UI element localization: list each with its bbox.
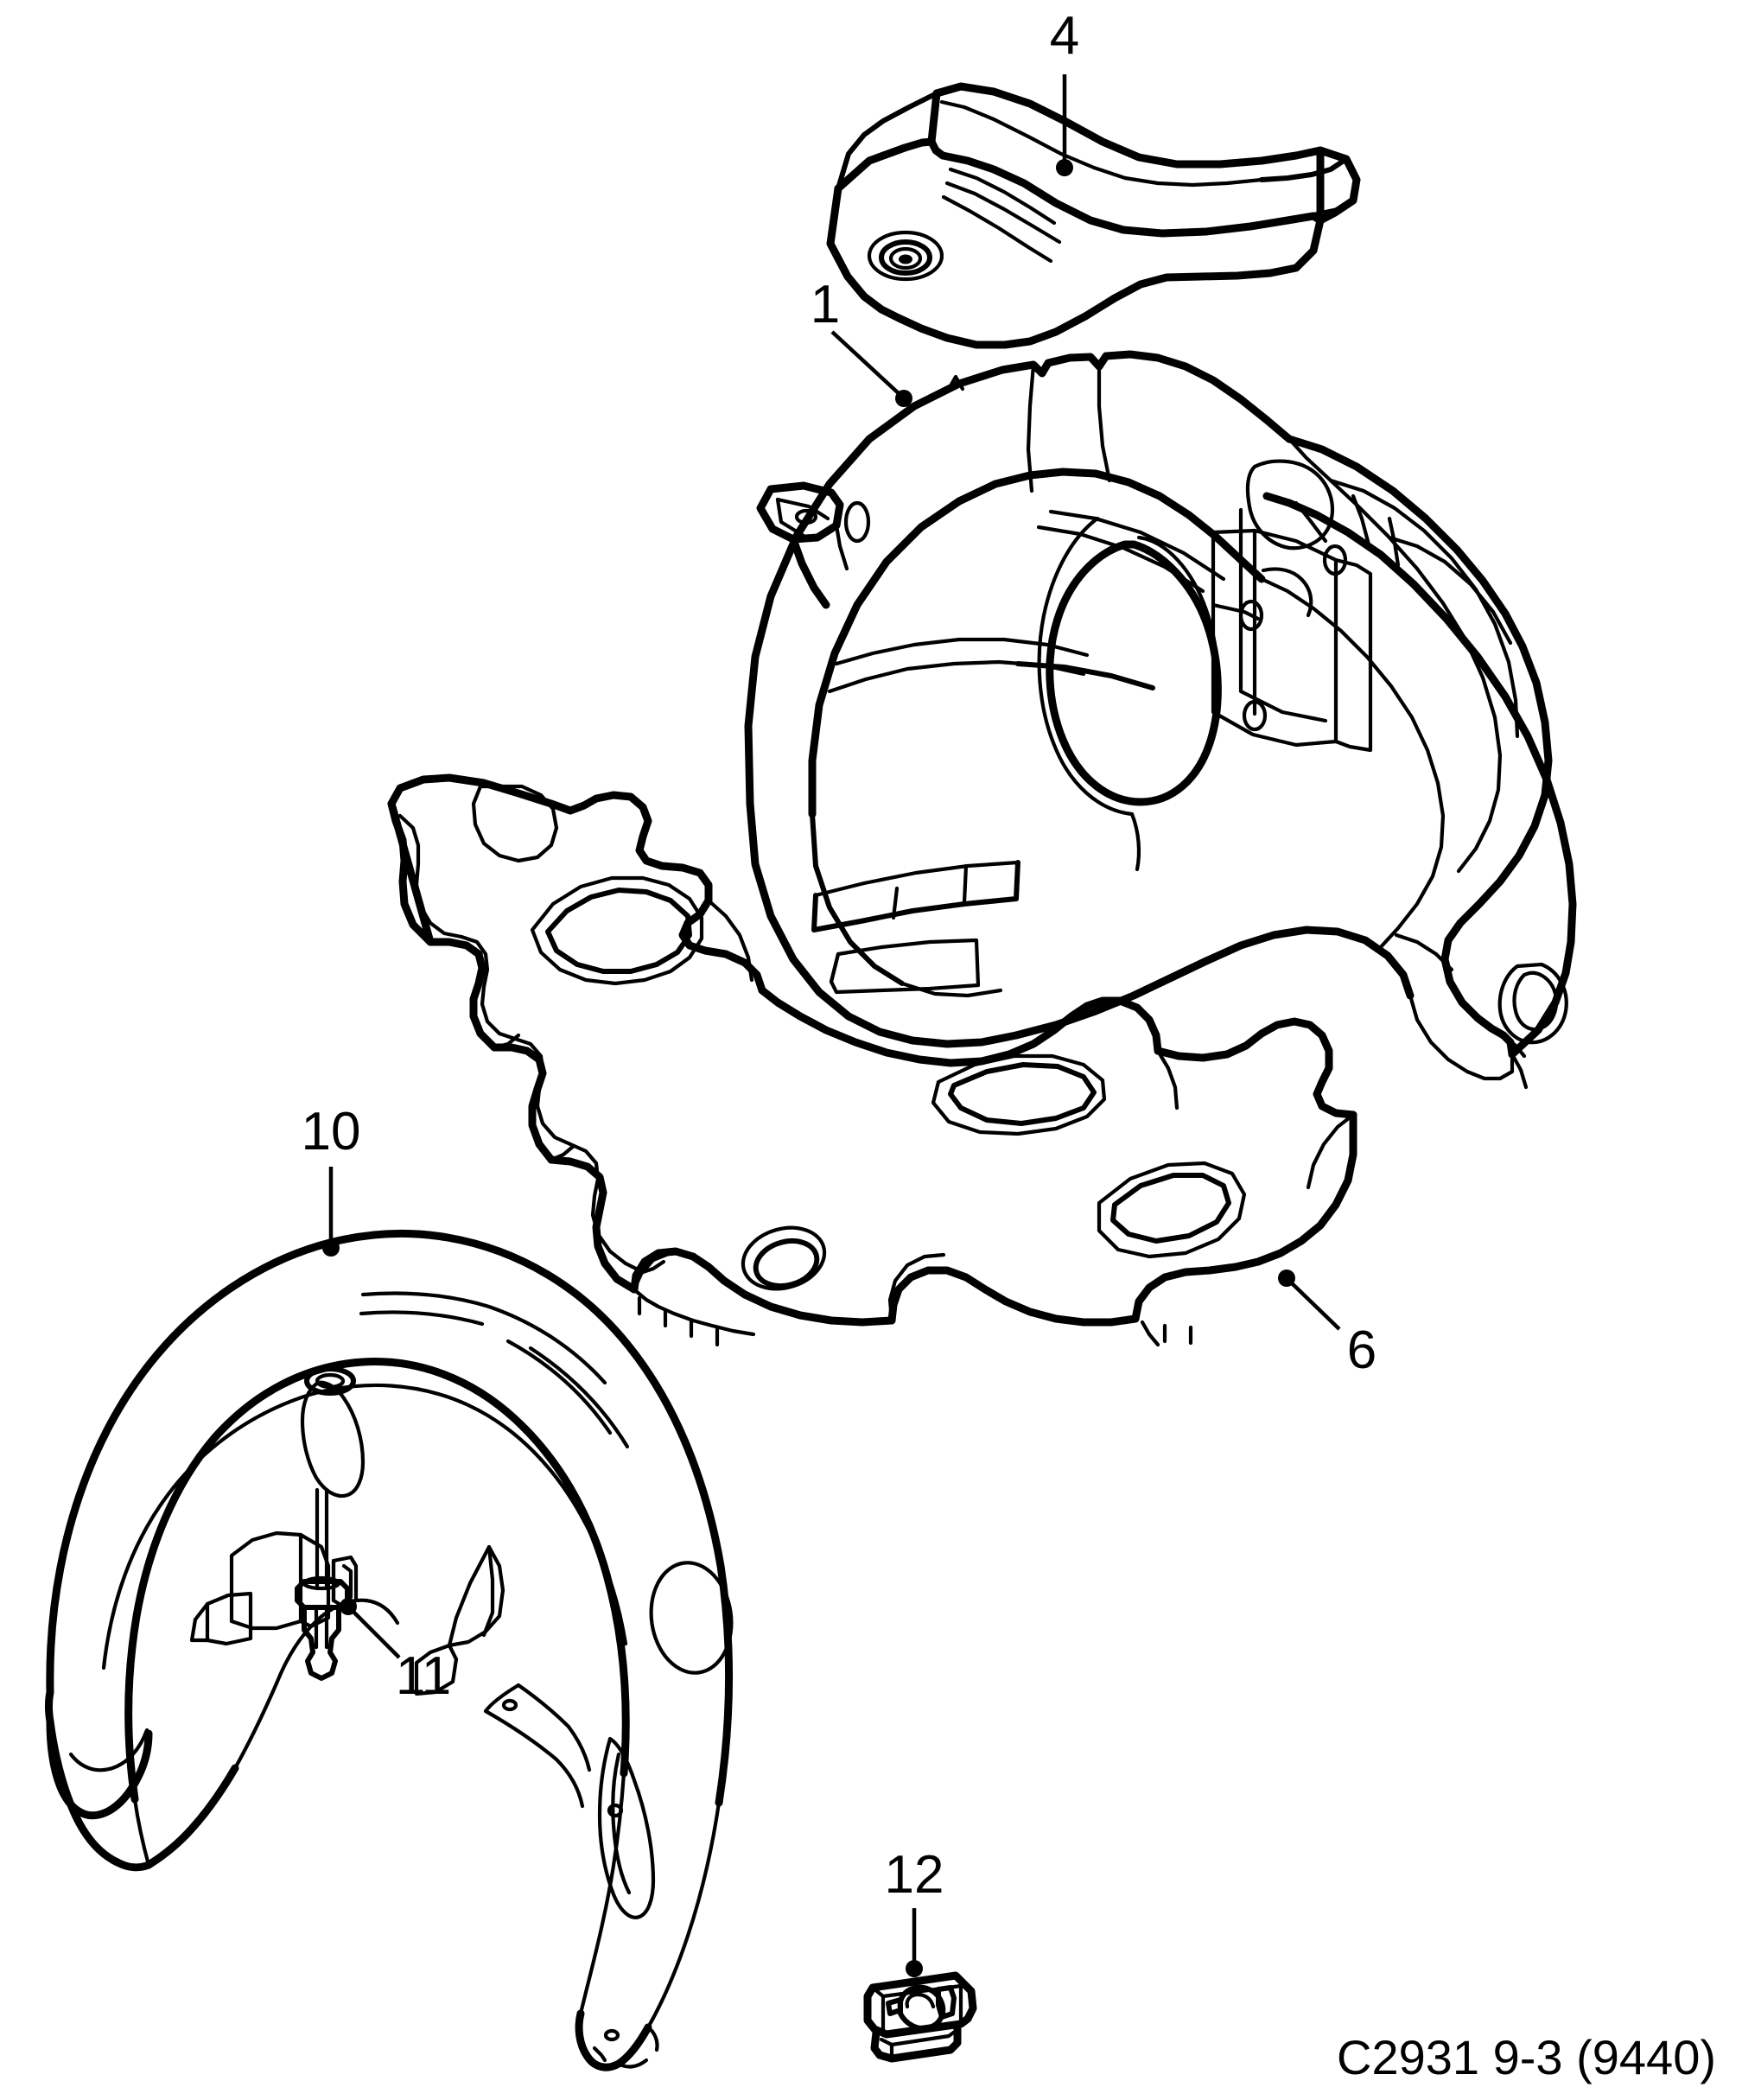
callout-11-dot bbox=[340, 1598, 357, 1615]
callout-12-label: 12 bbox=[885, 1845, 944, 1905]
callouts-layer: 4 1 6 10 11 12 bbox=[302, 6, 1376, 1977]
part-4-reinforcement-bracket[interactable] bbox=[826, 82, 1361, 349]
part-12-u-nut-clip[interactable] bbox=[863, 1971, 977, 2063]
callout-11[interactable]: 11 bbox=[340, 1598, 451, 1706]
callout-4-label: 4 bbox=[1050, 6, 1079, 66]
callout-6-label: 6 bbox=[1347, 1320, 1376, 1380]
callout-11-label: 11 bbox=[396, 1646, 451, 1706]
callout-4-dot bbox=[1056, 159, 1073, 176]
callout-1-label: 1 bbox=[811, 275, 840, 334]
callout-1[interactable]: 1 bbox=[811, 275, 912, 407]
callout-10[interactable]: 10 bbox=[302, 1102, 361, 1257]
part-11-push-pin-retainer[interactable] bbox=[295, 1487, 350, 1681]
callout-4[interactable]: 4 bbox=[1050, 6, 1079, 176]
callout-10-dot bbox=[322, 1239, 340, 1257]
part-1-wheelhouse-inner-panel[interactable] bbox=[744, 350, 1577, 1090]
callout-6[interactable]: 6 bbox=[1278, 1270, 1376, 1380]
callout-10-label: 10 bbox=[302, 1102, 361, 1161]
callout-12-dot bbox=[906, 1960, 923, 1977]
part-6-sound-insulation-pad[interactable] bbox=[387, 773, 1357, 1347]
callout-12[interactable]: 12 bbox=[885, 1845, 944, 1977]
callout-6-dot bbox=[1278, 1270, 1295, 1287]
callout-1-dot bbox=[895, 390, 912, 407]
diagram-caption: C2931 9-3 (9440) bbox=[1337, 2030, 1716, 2084]
callout-6-leader bbox=[1287, 1279, 1341, 1331]
callout-1-leader bbox=[830, 330, 903, 398]
callout-11-leader bbox=[349, 1607, 401, 1659]
